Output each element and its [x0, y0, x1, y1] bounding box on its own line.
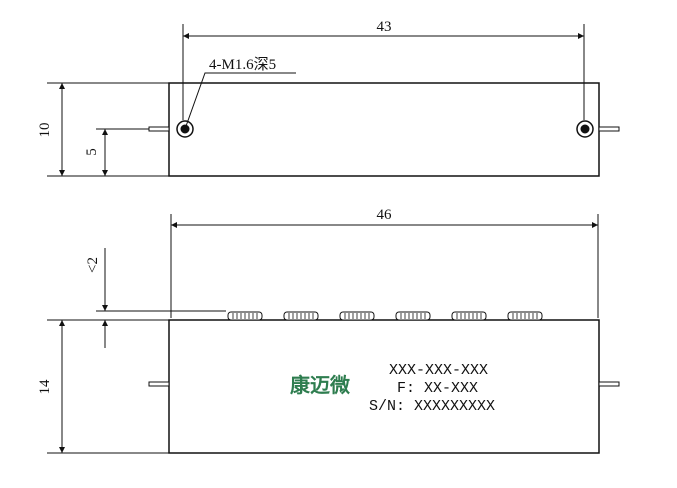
top-view-body	[168, 82, 600, 177]
mounting-hole-right-inner-icon	[580, 124, 590, 134]
smd-pad-row	[227, 311, 543, 321]
left-connector-pin-icon	[148, 126, 170, 132]
dim-label-43: 43	[377, 19, 392, 35]
brand-logo: 康迈微	[290, 373, 350, 397]
serial-number: S/N: XXXXXXXXX	[369, 398, 495, 415]
right-connector-pin-icon	[598, 126, 620, 132]
hole-callout-leader	[184, 72, 296, 130]
mounting-hole-left-icon	[176, 120, 194, 138]
dim-label-14: 14	[37, 379, 53, 395]
top-view	[47, 24, 620, 177]
model-number: XXX-XXX-XXX	[389, 362, 488, 379]
hole-callout-label: 4-M1.6深5	[209, 56, 276, 73]
mounting-hole-right-icon	[576, 120, 594, 138]
dim-label-5: 5	[84, 148, 100, 156]
frequency-label: F: XX-XXX	[397, 380, 478, 397]
front-view-body	[168, 319, 600, 454]
dim-label-10: 10	[37, 123, 53, 138]
front-left-connector-pin-icon	[148, 381, 170, 387]
front-view	[47, 214, 620, 454]
front-right-connector-pin-icon	[598, 381, 620, 387]
dim-label-46: 46	[377, 207, 393, 223]
dim-label-pad-height: <2	[85, 257, 101, 273]
